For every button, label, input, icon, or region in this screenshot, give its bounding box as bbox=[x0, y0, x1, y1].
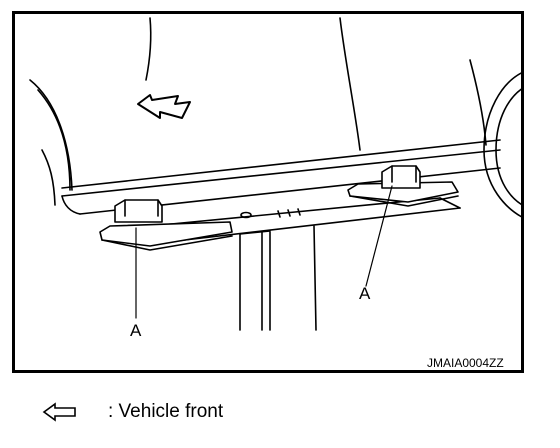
legend: : Vehicle front bbox=[42, 398, 223, 426]
rear-wheel-arch bbox=[483, 72, 521, 218]
callout-leader-right bbox=[365, 185, 393, 287]
side-sill-upper bbox=[61, 139, 501, 189]
arrow-left-outline-icon bbox=[42, 402, 82, 422]
rear-quarter-line bbox=[469, 59, 487, 146]
side-sill-lower bbox=[61, 149, 501, 197]
door-line bbox=[339, 17, 361, 151]
lift-pad-front bbox=[99, 221, 233, 247]
figure-code: JMAIA0004ZZ bbox=[427, 356, 504, 370]
vehicle-front-arrow bbox=[137, 94, 191, 119]
front-fender-outline bbox=[145, 17, 152, 81]
legend-text: : Vehicle front bbox=[108, 401, 224, 422]
callout-label-right: A bbox=[359, 284, 371, 303]
callout-label-left: A bbox=[130, 321, 142, 340]
front-wheel-arch bbox=[29, 79, 73, 191]
